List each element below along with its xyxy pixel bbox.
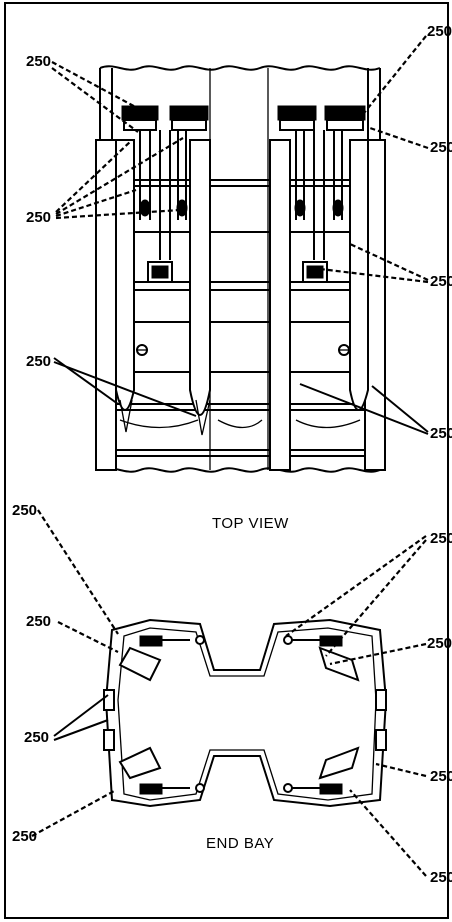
callout-tl-1: 250 xyxy=(26,53,51,70)
callout-r-2: 250 xyxy=(430,139,452,156)
callout-r-4: 250 xyxy=(430,425,452,442)
top-view-caption: TOP VIEW xyxy=(212,515,289,532)
callout-l-4: 250 xyxy=(12,502,37,519)
callout-tr-1: 250 xyxy=(427,23,452,40)
callout-l-5: 250 xyxy=(26,613,51,630)
callout-r-3: 250 xyxy=(430,273,452,290)
callout-r-8: 250 xyxy=(430,869,452,886)
callout-l-7: 250 xyxy=(12,828,37,845)
callout-r-6: 250 xyxy=(427,635,452,652)
callout-l-3: 250 xyxy=(26,353,51,370)
end-bay-drawing xyxy=(31,509,427,877)
callout-l-2: 250 xyxy=(26,209,51,226)
top-view-drawing xyxy=(51,35,429,473)
callout-labels: 250 250 250 250 250 250 250 250 250 250 … xyxy=(12,23,452,886)
page-border xyxy=(4,2,449,919)
callout-r-7: 250 xyxy=(430,768,452,785)
callout-r-5: 250 xyxy=(430,530,452,547)
end-bay-caption: END BAY xyxy=(206,835,274,852)
callout-l-6: 250 xyxy=(24,729,49,746)
